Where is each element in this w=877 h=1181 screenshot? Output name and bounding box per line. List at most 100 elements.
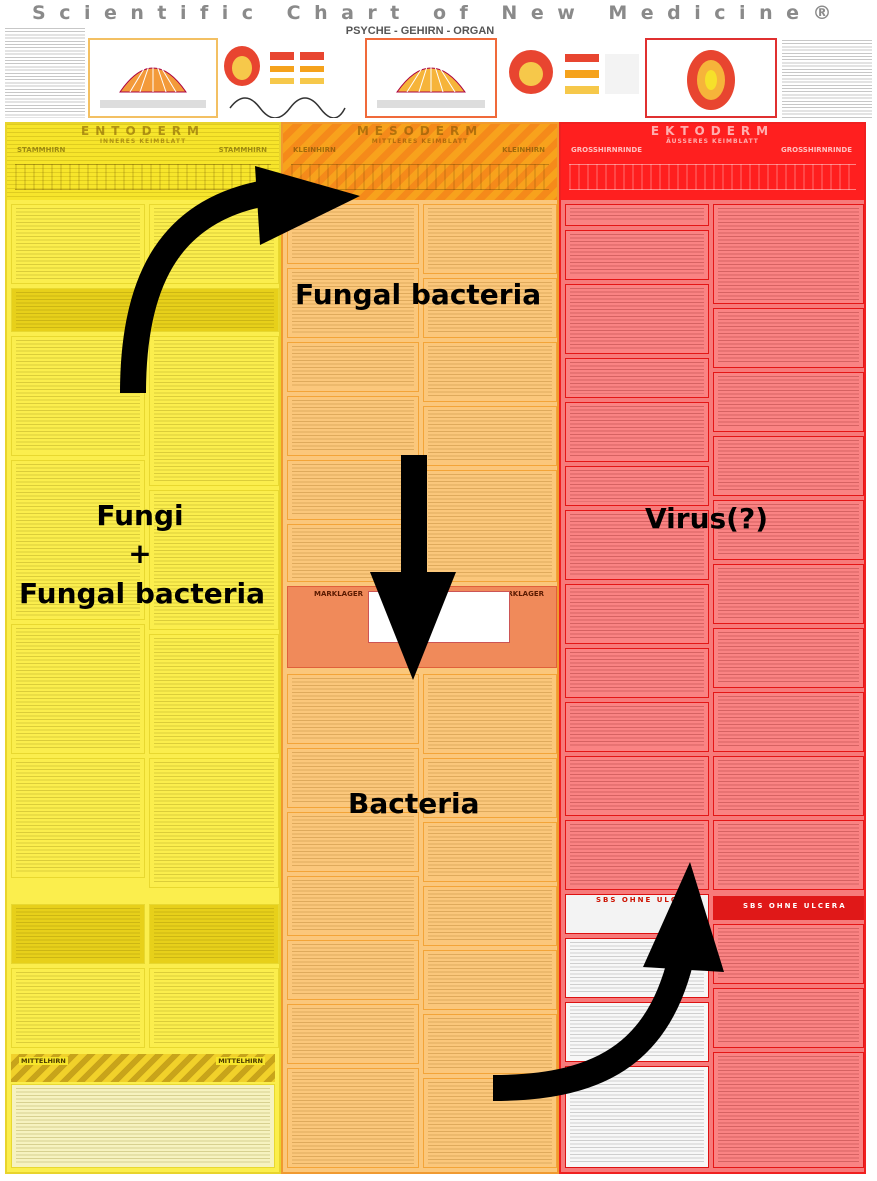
table-cell [149, 336, 279, 486]
table-cell [11, 624, 145, 754]
table-cell [149, 758, 279, 888]
entoderm-label: ENTODERM [81, 124, 205, 138]
table-cell [287, 268, 419, 338]
table-cell [11, 968, 145, 1048]
table-cell [565, 466, 709, 506]
table-cell [11, 460, 145, 620]
label-virus: Virus(?) [645, 502, 769, 535]
table-cell [11, 204, 145, 284]
mittelhirn-label-right: MITTELHIRN [216, 1057, 265, 1065]
sbs-ohne-ulcera-left: SBS OHNE ULCERA [565, 894, 709, 934]
ektoderm-column: EKTODERM ÄUSSERES KEIMBLATT GROSSHIRNRIN… [559, 122, 866, 1174]
table-cell [565, 230, 709, 280]
table-cell [149, 634, 279, 754]
mesoderm-header: MESODERM MITTLERES KEIMBLATT KLEINHIRN K… [283, 124, 557, 200]
table-cell [149, 904, 279, 964]
table-cell [713, 372, 864, 432]
marklager-label-right: MARKLAGER [495, 590, 544, 598]
header-panel-3 [645, 38, 777, 118]
mesoderm-sublabel: MITTLERES KEIMBLATT [371, 138, 469, 145]
mesoderm-label: MESODERM [356, 124, 484, 138]
table-cell [713, 308, 864, 368]
table-cell [423, 204, 557, 274]
brain-label-left: KLEINHIRN [293, 146, 336, 154]
table-cell [423, 950, 557, 1010]
table-cell [423, 886, 557, 946]
table-cell [565, 204, 709, 226]
ektoderm-body: SBS OHNE ULCERA SBS OHNE ULCERA [565, 204, 864, 1168]
table-cell [287, 342, 419, 392]
table-cell [713, 988, 864, 1048]
entoderm-body: MITTELHIRN MITTELHIRN [11, 204, 279, 1168]
table-cell [149, 204, 279, 284]
table-cell [11, 904, 145, 964]
table-cell [565, 1066, 709, 1168]
marklager-box: MARKLAGER MARKLAGER [287, 586, 557, 668]
table-cell [565, 510, 709, 580]
table-cell [423, 1014, 557, 1074]
table-cell [565, 358, 709, 398]
table-cell [149, 968, 279, 1048]
entoderm-header: ENTODERM INNERES KEIMBLATT STAMMHIRN STA… [7, 124, 279, 200]
table-cell [287, 748, 419, 808]
ektoderm-subcolumn-right: SBS OHNE ULCERA [713, 204, 864, 1168]
table-cell [287, 812, 419, 872]
chart-subtitle: PSYCHE - GEHIRN - ORGAN [345, 25, 495, 37]
chart-title: Scientific Chart of New Medicine® [32, 2, 845, 24]
sbs-ohne-ulcera-right: SBS OHNE ULCERA [713, 896, 864, 920]
table-cell [565, 938, 709, 998]
brain-label-left: STAMMHIRN [17, 146, 66, 154]
mesoderm-subcolumn-right [423, 204, 557, 1168]
entoderm-column: ENTODERM INNERES KEIMBLATT STAMMHIRN STA… [5, 122, 281, 1174]
table-cell [565, 584, 709, 644]
mesoderm-body: MARKLAGER MARKLAGER [287, 204, 557, 1168]
table-cell [423, 758, 557, 818]
table-cell [713, 1052, 864, 1168]
table-cell [149, 490, 279, 630]
table-cell [11, 758, 145, 878]
sbs-label-right: SBS OHNE ULCERA [743, 902, 847, 910]
table-cell [713, 436, 864, 496]
ektoderm-label: EKTODERM [650, 124, 775, 138]
table-cell [287, 204, 419, 264]
table-cell [713, 692, 864, 752]
table-cell [287, 1004, 419, 1064]
table-cell [423, 674, 557, 754]
brain-fan-icon [100, 53, 206, 108]
brain-fan-icon [377, 53, 485, 108]
table-cell [713, 820, 864, 890]
table-cell [423, 406, 557, 466]
label-fungi: Fungi [96, 499, 184, 532]
table-cell [713, 628, 864, 688]
timeline-strip [291, 164, 549, 190]
brain-label-right: GROSSHIRNRINDE [780, 146, 852, 154]
ektoderm-subcolumn-left: SBS OHNE ULCERA [565, 204, 709, 1168]
table-cell [287, 460, 419, 520]
brain-section-diagram-icon [509, 50, 639, 94]
header-text-block-right [782, 40, 872, 118]
label-plus: + [128, 537, 152, 570]
table-cell [11, 336, 145, 456]
brain-label-right: KLEINHIRN [502, 146, 545, 154]
brain-label-left: GROSSHIRNRINDE [571, 146, 643, 154]
entoderm-sublabel: INNERES KEIMBLATT [99, 138, 187, 145]
table-cell [713, 924, 864, 984]
table-cell [565, 284, 709, 354]
ektoderm-header: EKTODERM ÄUSSERES KEIMBLATT GROSSHIRNRIN… [561, 124, 864, 200]
mittelhirn-label-left: MITTELHIRN [19, 1057, 68, 1065]
table-cell [287, 876, 419, 936]
mittelhirn-band: MITTELHIRN MITTELHIRN [11, 1054, 275, 1082]
label-fungi-fungal-bacteria: Fungal bacteria [18, 577, 266, 610]
table-cell [149, 288, 279, 332]
table-cell [11, 1084, 275, 1168]
entoderm-subcolumn-right [149, 204, 279, 1168]
timeline-strip [15, 164, 271, 190]
table-cell [565, 648, 709, 698]
table-cell [287, 1068, 419, 1168]
table-cell [565, 820, 709, 890]
table-cell [713, 756, 864, 816]
table-cell [287, 524, 419, 582]
table-cell [565, 1002, 709, 1062]
table-cell [713, 204, 864, 304]
table-cell [565, 756, 709, 816]
